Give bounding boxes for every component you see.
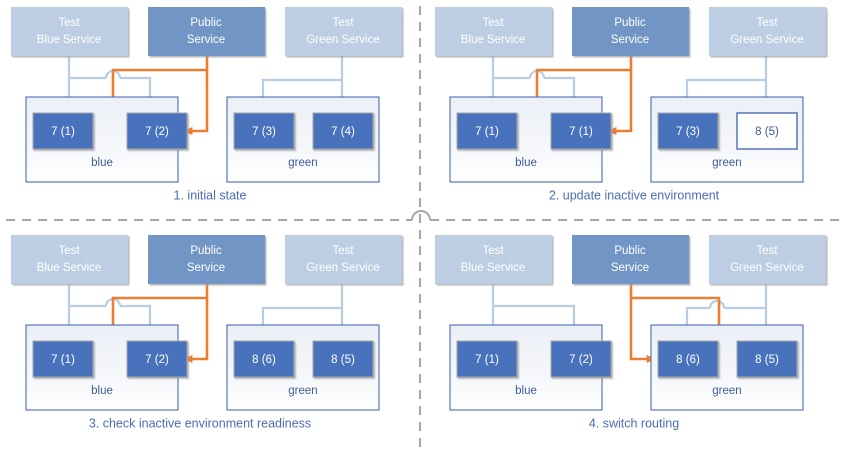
panel-3-public-service-line1: Public — [190, 245, 222, 257]
panel-2-blue-env-label: blue — [515, 157, 537, 169]
panel-dividers — [6, 6, 842, 450]
panel-4-public-service-line2: Service — [611, 262, 649, 274]
panel-1-green-node-0-label: 7 (3) — [252, 126, 276, 138]
panel-2-green-node-1-label: 8 (5) — [755, 126, 779, 138]
panel-2-test-blue-service-line1: Test — [482, 17, 504, 29]
panel-3-test-green-service-line2: Green Service — [306, 262, 380, 274]
panel-4-green-node-0-label: 8 (6) — [676, 354, 700, 366]
panel-3-blue-node-1-label: 7 (2) — [145, 354, 169, 366]
panel-1: blue green 7 (1) 7 (2) 7 (3) 7 (4) Test … — [11, 7, 402, 202]
panel-3-green-node-1[interactable]: 8 (5) — [312, 340, 374, 378]
panel-4-green-env-label: green — [712, 385, 741, 397]
panel-3-test-blue-connector — [65, 284, 154, 336]
panel-4-test-blue-service-line2: Blue Service — [461, 262, 526, 274]
panel-2-green-node-0-label: 7 (3) — [676, 126, 700, 138]
divider-crossover-hop — [411, 210, 431, 221]
panel-4-caption: 4. switch routing — [589, 416, 679, 430]
panel-1-test-green-service-line1: Test — [332, 17, 354, 29]
panel-2-test-blue-service-line2: Blue Service — [461, 34, 526, 46]
panel-1-green-node-0[interactable]: 7 (3) — [233, 112, 295, 150]
panel-4-public-service[interactable]: Public Service — [572, 235, 689, 284]
panel-1-public-service-line2: Service — [187, 34, 225, 46]
panel-3-caption: 3. check inactive environment readiness — [89, 416, 311, 430]
panel-1-public-service-line1: Public — [190, 17, 222, 29]
panel-2-blue-node-1-label: 7 (1) — [569, 126, 593, 138]
panel-2-blue-node-1[interactable]: 7 (1) — [550, 112, 612, 150]
panel-2-public-service-line1: Public — [614, 17, 646, 29]
panel-4-test-green-service-line1: Test — [756, 245, 778, 257]
panel-4-green-node-1-label: 8 (5) — [755, 354, 779, 366]
panel-1-test-blue-service-line2: Blue Service — [37, 34, 102, 46]
panel-4-test-blue-connector — [489, 284, 578, 336]
panel-4-blue-node-1-label: 7 (2) — [569, 354, 593, 366]
panel-3-test-blue-service-line2: Blue Service — [37, 262, 102, 274]
panel-4-green-node-1[interactable]: 8 (5) — [736, 340, 798, 378]
panel-4: blue green 7 (1) 7 (2) 8 (6) 8 (5) Test … — [435, 235, 826, 430]
panel-3-blue-node-0[interactable]: 7 (1) — [32, 340, 94, 378]
panel-1-blue-node-0-label: 7 (1) — [51, 126, 75, 138]
panel-2-test-blue-connector — [489, 56, 578, 108]
panel-2-test-green-service-line1: Test — [756, 17, 778, 29]
panel-4-blue-env-label: blue — [515, 385, 537, 397]
panel-2-public-service-line2: Service — [611, 34, 649, 46]
panel-3-blue-node-1[interactable]: 7 (2) — [126, 340, 188, 378]
panel-3-blue-env-label: blue — [91, 385, 113, 397]
panel-4-test-blue-service[interactable]: Test Blue Service — [435, 235, 552, 284]
panel-1-green-node-1[interactable]: 7 (4) — [312, 112, 374, 150]
panel-4-test-green-connector — [683, 284, 770, 336]
panel-1-blue-node-0[interactable]: 7 (1) — [32, 112, 94, 150]
panel-4-test-green-service[interactable]: Test Green Service — [709, 235, 826, 284]
panel-3-green-env-label: green — [288, 385, 317, 397]
panel-4-test-blue-service-line1: Test — [482, 245, 504, 257]
panel-1-test-blue-connector — [65, 56, 154, 108]
panel-4-public-service-line1: Public — [614, 245, 646, 257]
panel-1-test-green-service-line2: Green Service — [306, 34, 380, 46]
panel-1-caption: 1. initial state — [174, 188, 247, 202]
panel-3-public-service-line2: Service — [187, 262, 225, 274]
panel-4-blue-node-0-label: 7 (1) — [475, 354, 499, 366]
panel-1-green-env-label: green — [288, 157, 317, 169]
panel-3-green-node-0-label: 8 (6) — [252, 354, 276, 366]
panel-3: blue green 7 (1) 7 (2) 8 (6) 8 (5) Test … — [11, 235, 402, 430]
panel-1-test-blue-service-line1: Test — [58, 17, 80, 29]
panel-2-test-green-service[interactable]: Test Green Service — [709, 7, 826, 56]
panel-3-test-green-service[interactable]: Test Green Service — [285, 235, 402, 284]
panel-2-green-node-1[interactable]: 8 (5) — [736, 112, 798, 150]
panel-2-test-green-service-line2: Green Service — [730, 34, 804, 46]
panel-3-test-blue-service[interactable]: Test Blue Service — [11, 235, 128, 284]
panel-2-blue-node-0[interactable]: 7 (1) — [456, 112, 518, 150]
panel-3-green-node-0[interactable]: 8 (6) — [233, 340, 295, 378]
panel-2-green-env-label: green — [712, 157, 741, 169]
panel-1-blue-env-label: blue — [91, 157, 113, 169]
panel-4-blue-node-1[interactable]: 7 (2) — [550, 340, 612, 378]
panel-3-test-green-connector — [259, 284, 346, 336]
panel-2-test-green-connector — [683, 56, 770, 108]
panel-3-test-blue-service-line1: Test — [58, 245, 80, 257]
panel-2-test-blue-service[interactable]: Test Blue Service — [435, 7, 552, 56]
panel-1-blue-node-1-label: 7 (2) — [145, 126, 169, 138]
panel-1-blue-node-1[interactable]: 7 (2) — [126, 112, 188, 150]
panel-1-public-service[interactable]: Public Service — [148, 7, 265, 56]
panel-4-blue-node-0[interactable]: 7 (1) — [456, 340, 518, 378]
panel-1-test-green-service[interactable]: Test Green Service — [285, 7, 402, 56]
panel-2-public-service[interactable]: Public Service — [572, 7, 689, 56]
panel-4-test-green-service-line2: Green Service — [730, 262, 804, 274]
panel-1-green-node-1-label: 7 (4) — [331, 126, 355, 138]
panel-1-test-green-connector — [259, 56, 346, 108]
panel-2: blue green 7 (1) 7 (1) 7 (3) 8 (5) Test … — [435, 7, 826, 202]
panel-2-caption: 2. update inactive environment — [549, 188, 720, 202]
panel-3-blue-node-0-label: 7 (1) — [51, 354, 75, 366]
panel-3-test-green-service-line1: Test — [332, 245, 354, 257]
panel-3-green-node-1-label: 8 (5) — [331, 354, 355, 366]
panel-1-test-blue-service[interactable]: Test Blue Service — [11, 7, 128, 56]
panel-2-blue-node-0-label: 7 (1) — [475, 126, 499, 138]
panel-3-public-service[interactable]: Public Service — [148, 235, 265, 284]
panel-2-green-node-0[interactable]: 7 (3) — [657, 112, 719, 150]
panel-4-green-node-0[interactable]: 8 (6) — [657, 340, 719, 378]
